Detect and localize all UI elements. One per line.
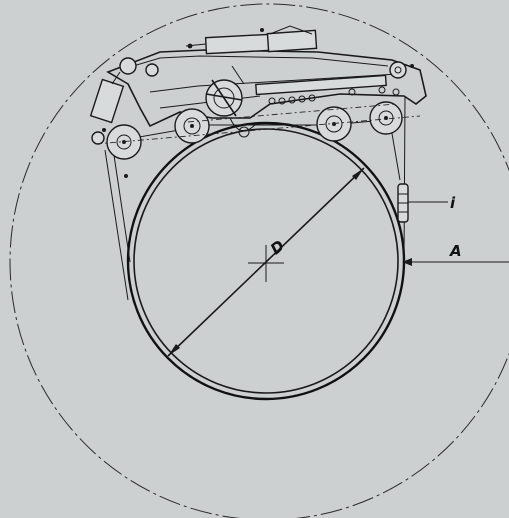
part-i <box>397 183 448 223</box>
roller-left <box>91 124 142 160</box>
roller-right <box>369 101 403 135</box>
dimension-a-label: A <box>449 242 462 260</box>
roller-mid-left <box>174 108 210 144</box>
machine-frame <box>89 25 427 178</box>
dimension-a <box>402 258 509 266</box>
roller-center-lines <box>95 103 421 145</box>
outer-envelope-circle <box>9 3 509 518</box>
pivot-top-right <box>389 61 407 79</box>
rollers <box>91 57 407 160</box>
roller-mid-right <box>316 106 352 142</box>
part-i-label: i <box>450 194 456 212</box>
diameter-dimension <box>167 167 365 357</box>
pivot-top-left <box>119 57 159 77</box>
bar-holes <box>268 86 400 105</box>
diameter-label: D <box>267 237 288 259</box>
